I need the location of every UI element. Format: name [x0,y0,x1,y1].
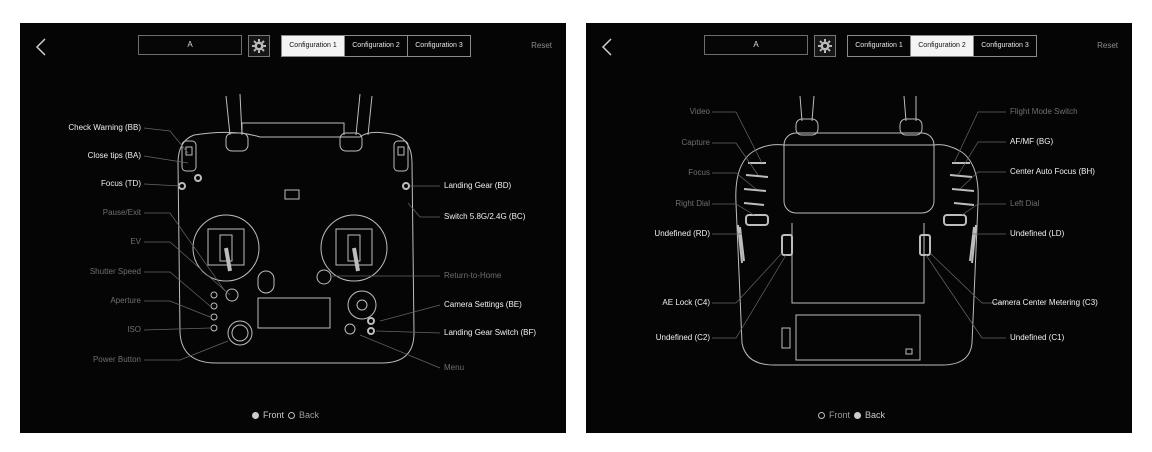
button-label-undefined-rd[interactable]: Undefined (RD) [654,229,710,238]
back-view-label: Back [299,410,320,420]
remote-config-screen-front: Configuration 1 Configuration 2 Configur… [20,23,566,433]
view-toggle: Front Back [252,410,319,420]
button-label-pause-exit[interactable]: Pause/Exit [102,208,141,217]
button-label-close-tips[interactable]: Close tips (BA) [87,151,141,160]
button-label-power-button[interactable]: Power Button [92,355,141,364]
front-view-option[interactable]: Front [252,410,284,420]
remote-controller-back-diagram [712,95,1006,366]
button-label-focus[interactable]: Focus (TD) [101,179,141,188]
tab-configuration-2[interactable]: Configuration 2 [345,36,408,56]
button-label-aperture[interactable]: Aperture [110,296,141,305]
back-view-option[interactable]: Back [288,410,319,420]
tab-configuration-2[interactable]: Configuration 2 [911,36,974,56]
configuration-name-field[interactable] [704,35,808,55]
reset-button[interactable]: Reset [531,41,552,50]
button-label-iso[interactable]: ISO [127,325,141,334]
button-label-camera-settings[interactable]: Camera Settings (BE) [444,300,522,309]
radio-unselected-icon [818,411,825,419]
configuration-tabs: Configuration 1 Configuration 2 Configur… [281,35,471,57]
button-label-landing-gear-switch[interactable]: Landing Gear Switch (BF) [444,328,537,337]
chevron-left-icon [35,38,46,56]
gear-icon [818,39,832,53]
settings-button[interactable] [814,35,836,57]
button-label-af-mf[interactable]: AF/MF (BG) [1010,137,1054,146]
back-button[interactable] [32,35,52,59]
button-label-undefined-ld[interactable]: Undefined (LD) [1010,229,1065,238]
reset-button[interactable]: Reset [1097,41,1118,50]
button-label-center-auto-focus[interactable]: Center Auto Focus (BH) [1010,167,1095,176]
configuration-name-field[interactable] [138,35,242,55]
button-label-return-to-home[interactable]: Return-to-Home [444,271,502,280]
button-label-landing-gear[interactable]: Landing Gear (BD) [444,181,512,190]
button-label-ae-lock[interactable]: AE Lock (C4) [662,298,710,307]
remote-config-screen-back: Configuration 1 Configuration 2 Configur… [586,23,1132,433]
front-view-label: Front [263,410,285,420]
front-view-option[interactable]: Front [818,410,850,420]
view-toggle: Front Back [818,410,885,420]
button-label-switch-frequency[interactable]: Switch 5.8G/2.4G (BC) [444,212,526,221]
button-label-capture[interactable]: Capture [681,138,710,147]
remote-controller-front-diagram [143,93,441,369]
tab-configuration-1[interactable]: Configuration 1 [848,36,911,56]
back-view-label: Back [865,410,886,420]
button-label-undefined-c1[interactable]: Undefined (C1) [1010,333,1065,342]
button-label-right-dial[interactable]: Right Dial [675,199,710,208]
tab-configuration-1[interactable]: Configuration 1 [282,36,345,56]
back-view-option[interactable]: Back [854,410,885,420]
radio-unselected-icon [288,411,296,419]
settings-button[interactable] [248,35,270,57]
tab-configuration-3[interactable]: Configuration 3 [974,36,1036,56]
button-label-flight-mode-switch[interactable]: Flight Mode Switch [1010,107,1078,116]
button-label-shutter-speed[interactable]: Shutter Speed [89,267,141,276]
button-label-undefined-c2[interactable]: Undefined (C2) [655,333,710,342]
radio-selected-icon [854,411,862,419]
button-label-check-warning[interactable]: Check Warning (BB) [68,123,141,132]
gear-icon [252,39,266,53]
button-label-camera-center-metering[interactable]: Camera Center Metering (C3) [992,298,1098,307]
button-label-video[interactable]: Video [689,107,710,116]
button-label-left-dial[interactable]: Left Dial [1010,199,1040,208]
button-label-focus[interactable]: Focus [688,168,710,177]
configuration-tabs: Configuration 1 Configuration 2 Configur… [847,35,1037,57]
front-view-label: Front [829,410,851,420]
back-button[interactable] [598,35,618,59]
radio-selected-icon [252,411,259,419]
chevron-left-icon [601,38,612,56]
button-label-menu[interactable]: Menu [444,363,465,372]
tab-configuration-3[interactable]: Configuration 3 [408,36,470,56]
button-label-ev[interactable]: EV [130,237,141,246]
